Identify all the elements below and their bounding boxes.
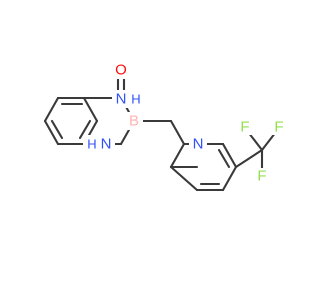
atom-bg — [112, 61, 130, 79]
bond — [169, 142, 186, 169]
bond — [50, 119, 64, 140]
atom-bg — [237, 119, 253, 135]
atom-label-oxygen: O — [115, 62, 127, 79]
bond — [234, 148, 264, 169]
bond — [43, 119, 60, 146]
bond — [221, 142, 238, 169]
atom-bg — [112, 90, 144, 108]
atom-bg — [125, 112, 143, 130]
atom-label-fluorine-1: F — [240, 119, 249, 136]
atom-label-fluorine-3: F — [257, 168, 266, 185]
atom-label-fluorine-2: F — [274, 119, 283, 136]
atom-label-hydrogen-1: H — [87, 137, 96, 152]
atom-bg — [271, 119, 287, 135]
atom-label-nitrogen-1: N — [101, 136, 112, 153]
bond — [169, 165, 199, 192]
atom-label-nitrogen-3: N — [116, 91, 127, 108]
atom-bg — [83, 135, 115, 153]
bond — [221, 165, 238, 192]
atom-bg — [189, 135, 207, 153]
atom-labels: O N H B N H N F F F — [83, 61, 287, 185]
chemical-structure-diagram: O N H B N H N F F F — [43, 61, 287, 192]
atom-label-hydrogen-3: H — [131, 92, 140, 107]
bond — [217, 148, 231, 169]
bond — [43, 96, 60, 123]
atom-label-boron: B — [129, 113, 139, 130]
bond — [169, 119, 186, 146]
bond — [82, 96, 99, 123]
atom-bg — [254, 168, 270, 184]
atom-label-pyridine-nitrogen: N — [193, 136, 204, 153]
bond — [78, 119, 92, 140]
